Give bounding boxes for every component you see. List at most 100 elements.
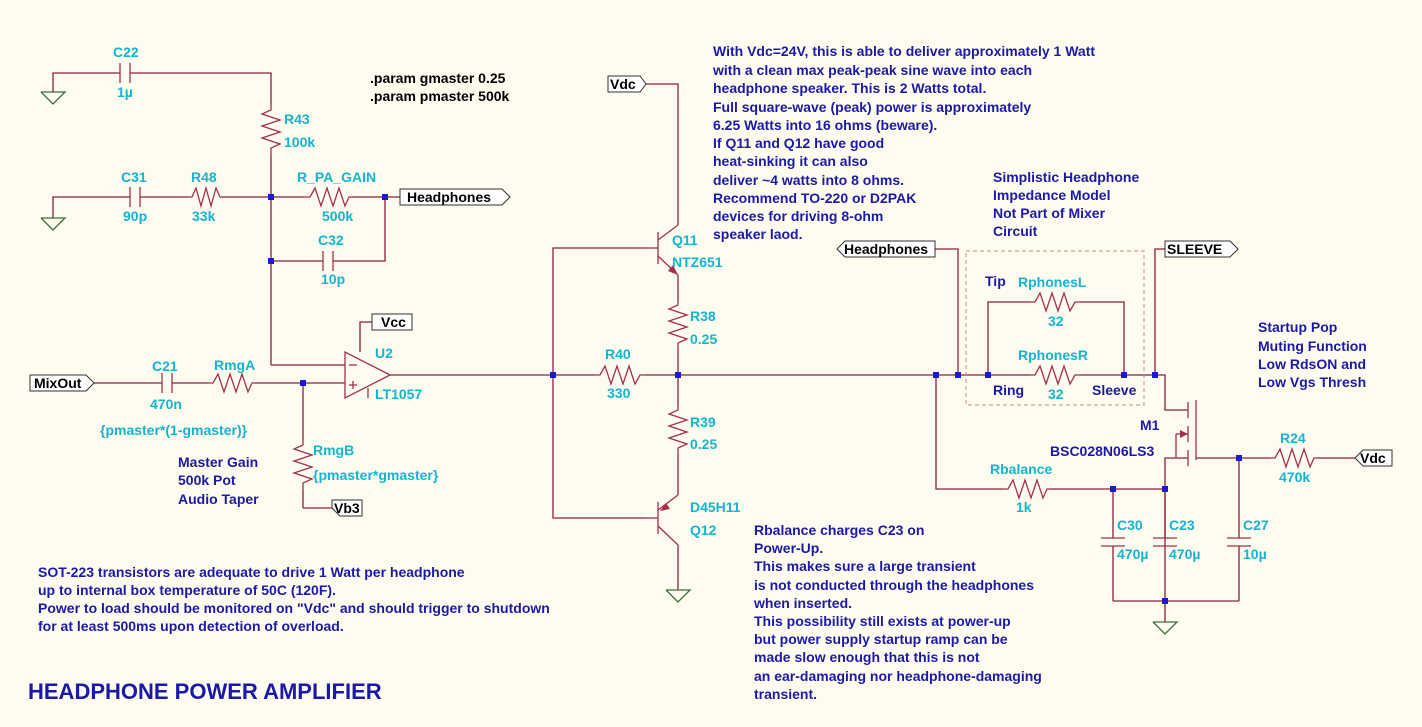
note-sot223: SOT-223 transistors are adequate to driv… [38, 564, 550, 634]
svg-text:Vb3: Vb3 [334, 500, 360, 516]
m1-mosfet [1175, 400, 1197, 466]
c31-value: 90p [123, 208, 147, 224]
net-flag-vb3: Vb3 [331, 499, 363, 517]
ground-symbol [40, 91, 67, 105]
net-flag-mixout: MixOut [29, 374, 95, 392]
r24-symbol [1270, 446, 1318, 470]
note-rbalance: Rbalance charges C23 on Power-Up. This m… [753, 522, 1042, 702]
svg-text:Startup Pop: Startup Pop [1258, 319, 1337, 335]
wires [52, 72, 1355, 622]
svg-text:for at least 500ms upon detect: for at least 500ms upon detection of ove… [38, 618, 344, 634]
q12-pnp-transistor [645, 494, 679, 546]
svg-text:With Vdc=24V, this is able to: With Vdc=24V, this is able to deliver ap… [713, 43, 1095, 59]
rpa-symbol [305, 185, 352, 209]
c22-value: 1µ [117, 84, 133, 100]
svg-text:This possibility still exists: This possibility still exists at power-u… [754, 613, 1011, 629]
c23-ref: C23 [1169, 517, 1195, 533]
jack-ring-label: Ring [993, 382, 1024, 398]
r40-symbol [595, 363, 645, 387]
rbal-ref: Rbalance [990, 461, 1052, 477]
c21-symbol [161, 373, 173, 393]
svg-text:500k Pot: 500k Pot [178, 472, 236, 488]
svg-text:Rbalance charges C23 on: Rbalance charges C23 on [754, 522, 924, 538]
svg-text:Headphones: Headphones [844, 241, 928, 257]
opamp-u2-symbol [344, 350, 392, 400]
svg-text:Low Vgs Thresh: Low Vgs Thresh [1258, 374, 1366, 390]
r24-value: 470k [1279, 469, 1310, 485]
c23-value: 470µ [1169, 546, 1200, 562]
svg-text:If Q11 and Q12 have good: If Q11 and Q12 have good [713, 135, 884, 151]
r38-symbol [666, 300, 690, 350]
ground-symbol [1152, 621, 1179, 635]
impedance-model-box [965, 250, 1145, 406]
r43-value: 100k [284, 134, 315, 150]
r40-ref: R40 [605, 346, 631, 362]
c27-value: 10µ [1243, 546, 1267, 562]
part-labels: C22 1µ R43 100k C31 90p R48 33k R_PA_GAI… [100, 44, 1310, 562]
rphr-symbol [1030, 363, 1080, 387]
rphl-symbol [1030, 290, 1080, 314]
net-flag-vdc-right: Vdc [1354, 449, 1393, 467]
rphr-value: 32 [1048, 386, 1064, 402]
q12-value: D45H11 [690, 499, 741, 515]
c21-value: 470n [150, 396, 182, 412]
c22-symbol [119, 63, 131, 83]
rmgb-value: {pmaster*gmaster} [313, 467, 439, 483]
svg-text:with a clean max peak-peak sin: with a clean max peak-peak sine wave int… [712, 62, 1032, 78]
q11-ref: Q11 [672, 232, 698, 248]
svg-text:Low RdsON and: Low RdsON and [1258, 356, 1366, 372]
c22-ref: C22 [113, 44, 139, 60]
svg-text:made slow enough that this is: made slow enough that this is not [754, 649, 980, 665]
param-gmaster: .param gmaster 0.25 [370, 70, 506, 86]
svg-text:deliver ~4 watts into 8 ohms.: deliver ~4 watts into 8 ohms. [713, 172, 904, 188]
rbal-symbol [1003, 477, 1050, 501]
note-master-gain: Master Gain 500k Pot Audio Taper [178, 454, 259, 507]
svg-text:up to internal box temperature: up to internal box temperature of 50C (1… [38, 582, 336, 598]
svg-text:devices for driving 8-ohm: devices for driving 8-ohm [713, 208, 883, 224]
c23-symbol [1153, 537, 1177, 547]
c32-value: 10p [321, 271, 345, 287]
svg-text:an ear-damaging nor headphone-: an ear-damaging nor headphone-damaging [754, 668, 1042, 684]
svg-text:Vdc: Vdc [1360, 450, 1386, 466]
net-flag-vcc: Vcc [371, 313, 413, 331]
m1-value: BSC028N06LS3 [1050, 443, 1154, 459]
r48-ref: R48 [191, 169, 217, 185]
c30-symbol [1101, 537, 1125, 547]
q11-npn-transistor [645, 224, 679, 276]
q11-value: NTZ651 [672, 254, 723, 270]
rmga-symbol [208, 371, 255, 395]
c21-ref: C21 [152, 358, 178, 374]
svg-text:Vdc: Vdc [610, 76, 636, 92]
svg-text:Audio Taper: Audio Taper [178, 491, 259, 507]
svg-text:is not conducted through the h: is not conducted through the headphones [754, 577, 1034, 593]
q12-ref: Q12 [690, 522, 717, 538]
c30-value: 470µ [1117, 546, 1148, 562]
r39-value: 0.25 [690, 436, 717, 452]
r38-value: 0.25 [690, 331, 717, 347]
svg-text:SLEEVE: SLEEVE [1167, 241, 1222, 257]
c32-ref: C32 [318, 232, 344, 248]
r48-symbol [188, 185, 222, 209]
svg-text:SOT-223 transistors are adequa: SOT-223 transistors are adequate to driv… [38, 564, 465, 580]
svg-text:headphone speaker. This is 2: headphone speaker. This is 2 Watts total… [713, 80, 986, 96]
c31-symbol [129, 187, 141, 207]
svg-text:Vcc: Vcc [381, 314, 406, 330]
jack-tip-label: Tip [985, 273, 1006, 289]
svg-text:Simplistic Headphone: Simplistic Headphone [993, 169, 1139, 185]
c32-symbol [322, 251, 334, 271]
svg-text:6.25 Watts into 16 ohms (bewar: 6.25 Watts into 16 ohms (beware). [713, 117, 937, 133]
svg-text:but power supply startup ramp: but power supply startup ramp can be [754, 631, 1008, 647]
svg-text:heat-sinking it can also: heat-sinking it can also [713, 153, 868, 169]
rpa-value: 500k [322, 208, 353, 224]
r43-ref: R43 [284, 111, 310, 127]
ground-symbol [665, 589, 692, 603]
c30-ref: C30 [1117, 517, 1143, 533]
svg-text:Power to load should be monito: Power to load should be monitored on "Vd… [38, 600, 550, 616]
net-flag-vdc-top: Vdc [607, 75, 647, 93]
m1-ref: M1 [1140, 417, 1160, 433]
svg-text:Headphones: Headphones [407, 189, 491, 205]
svg-text:This makes sure a large transi: This makes sure a large transient [754, 558, 976, 574]
rmga-value: {pmaster*(1-gmaster)} [100, 422, 248, 438]
r43-symbol [259, 105, 283, 155]
